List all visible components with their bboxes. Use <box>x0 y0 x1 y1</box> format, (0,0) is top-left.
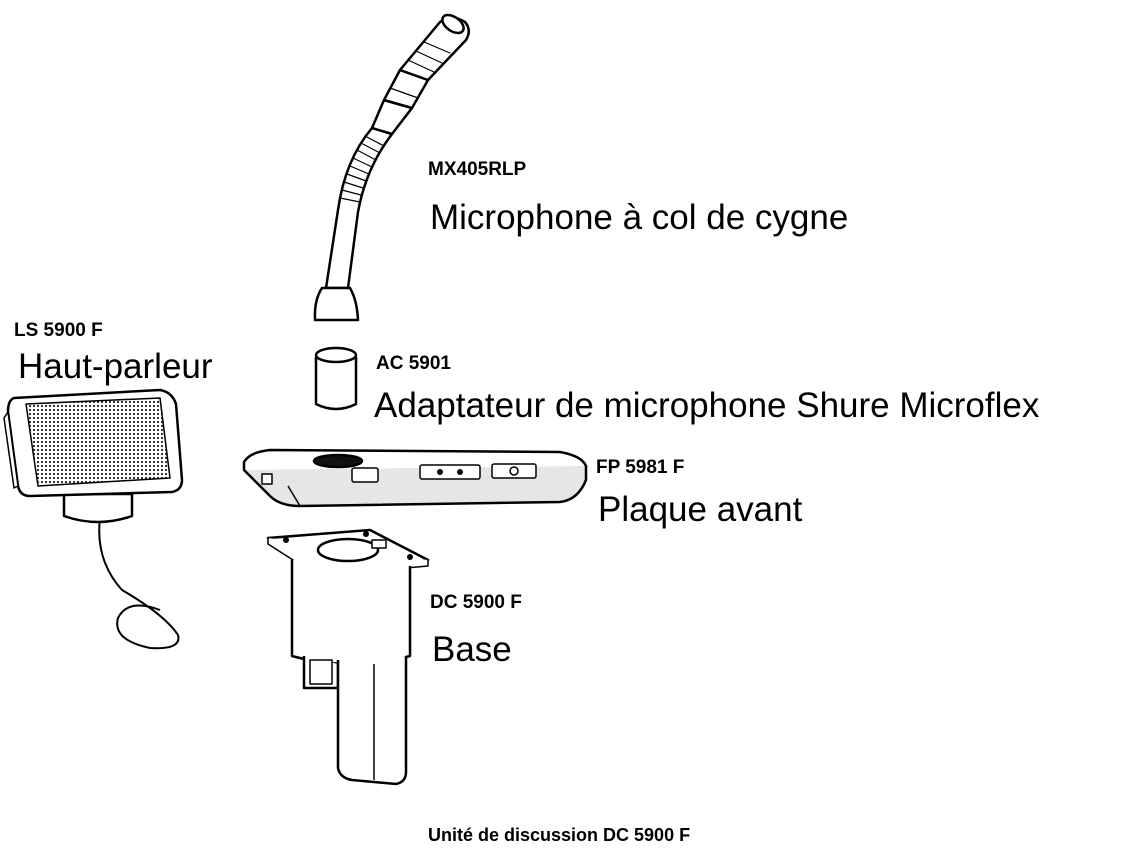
loudspeaker-illustration <box>4 390 182 648</box>
microphone-code-label: MX405RLP <box>428 160 526 179</box>
front-plate-name-label: Plaque avant <box>598 492 802 527</box>
diagram-caption: Unité de discussion DC 5900 F <box>428 826 690 844</box>
base-name-label: Base <box>432 632 512 667</box>
loudspeaker-name-label: Haut-parleur <box>18 349 213 384</box>
front-plate-illustration <box>244 450 586 506</box>
base-code-label: DC 5900 F <box>430 593 522 612</box>
adapter-name-label: Adaptateur de microphone Shure Microflex <box>374 388 1039 423</box>
base-illustration <box>268 530 428 784</box>
microphone-adapter-illustration <box>316 348 356 409</box>
microphone-name-label: Microphone à col de cygne <box>430 200 848 235</box>
adapter-code-label: AC 5901 <box>376 354 451 373</box>
front-plate-code-label: FP 5981 F <box>596 458 684 477</box>
loudspeaker-code-label: LS 5900 F <box>14 321 103 340</box>
